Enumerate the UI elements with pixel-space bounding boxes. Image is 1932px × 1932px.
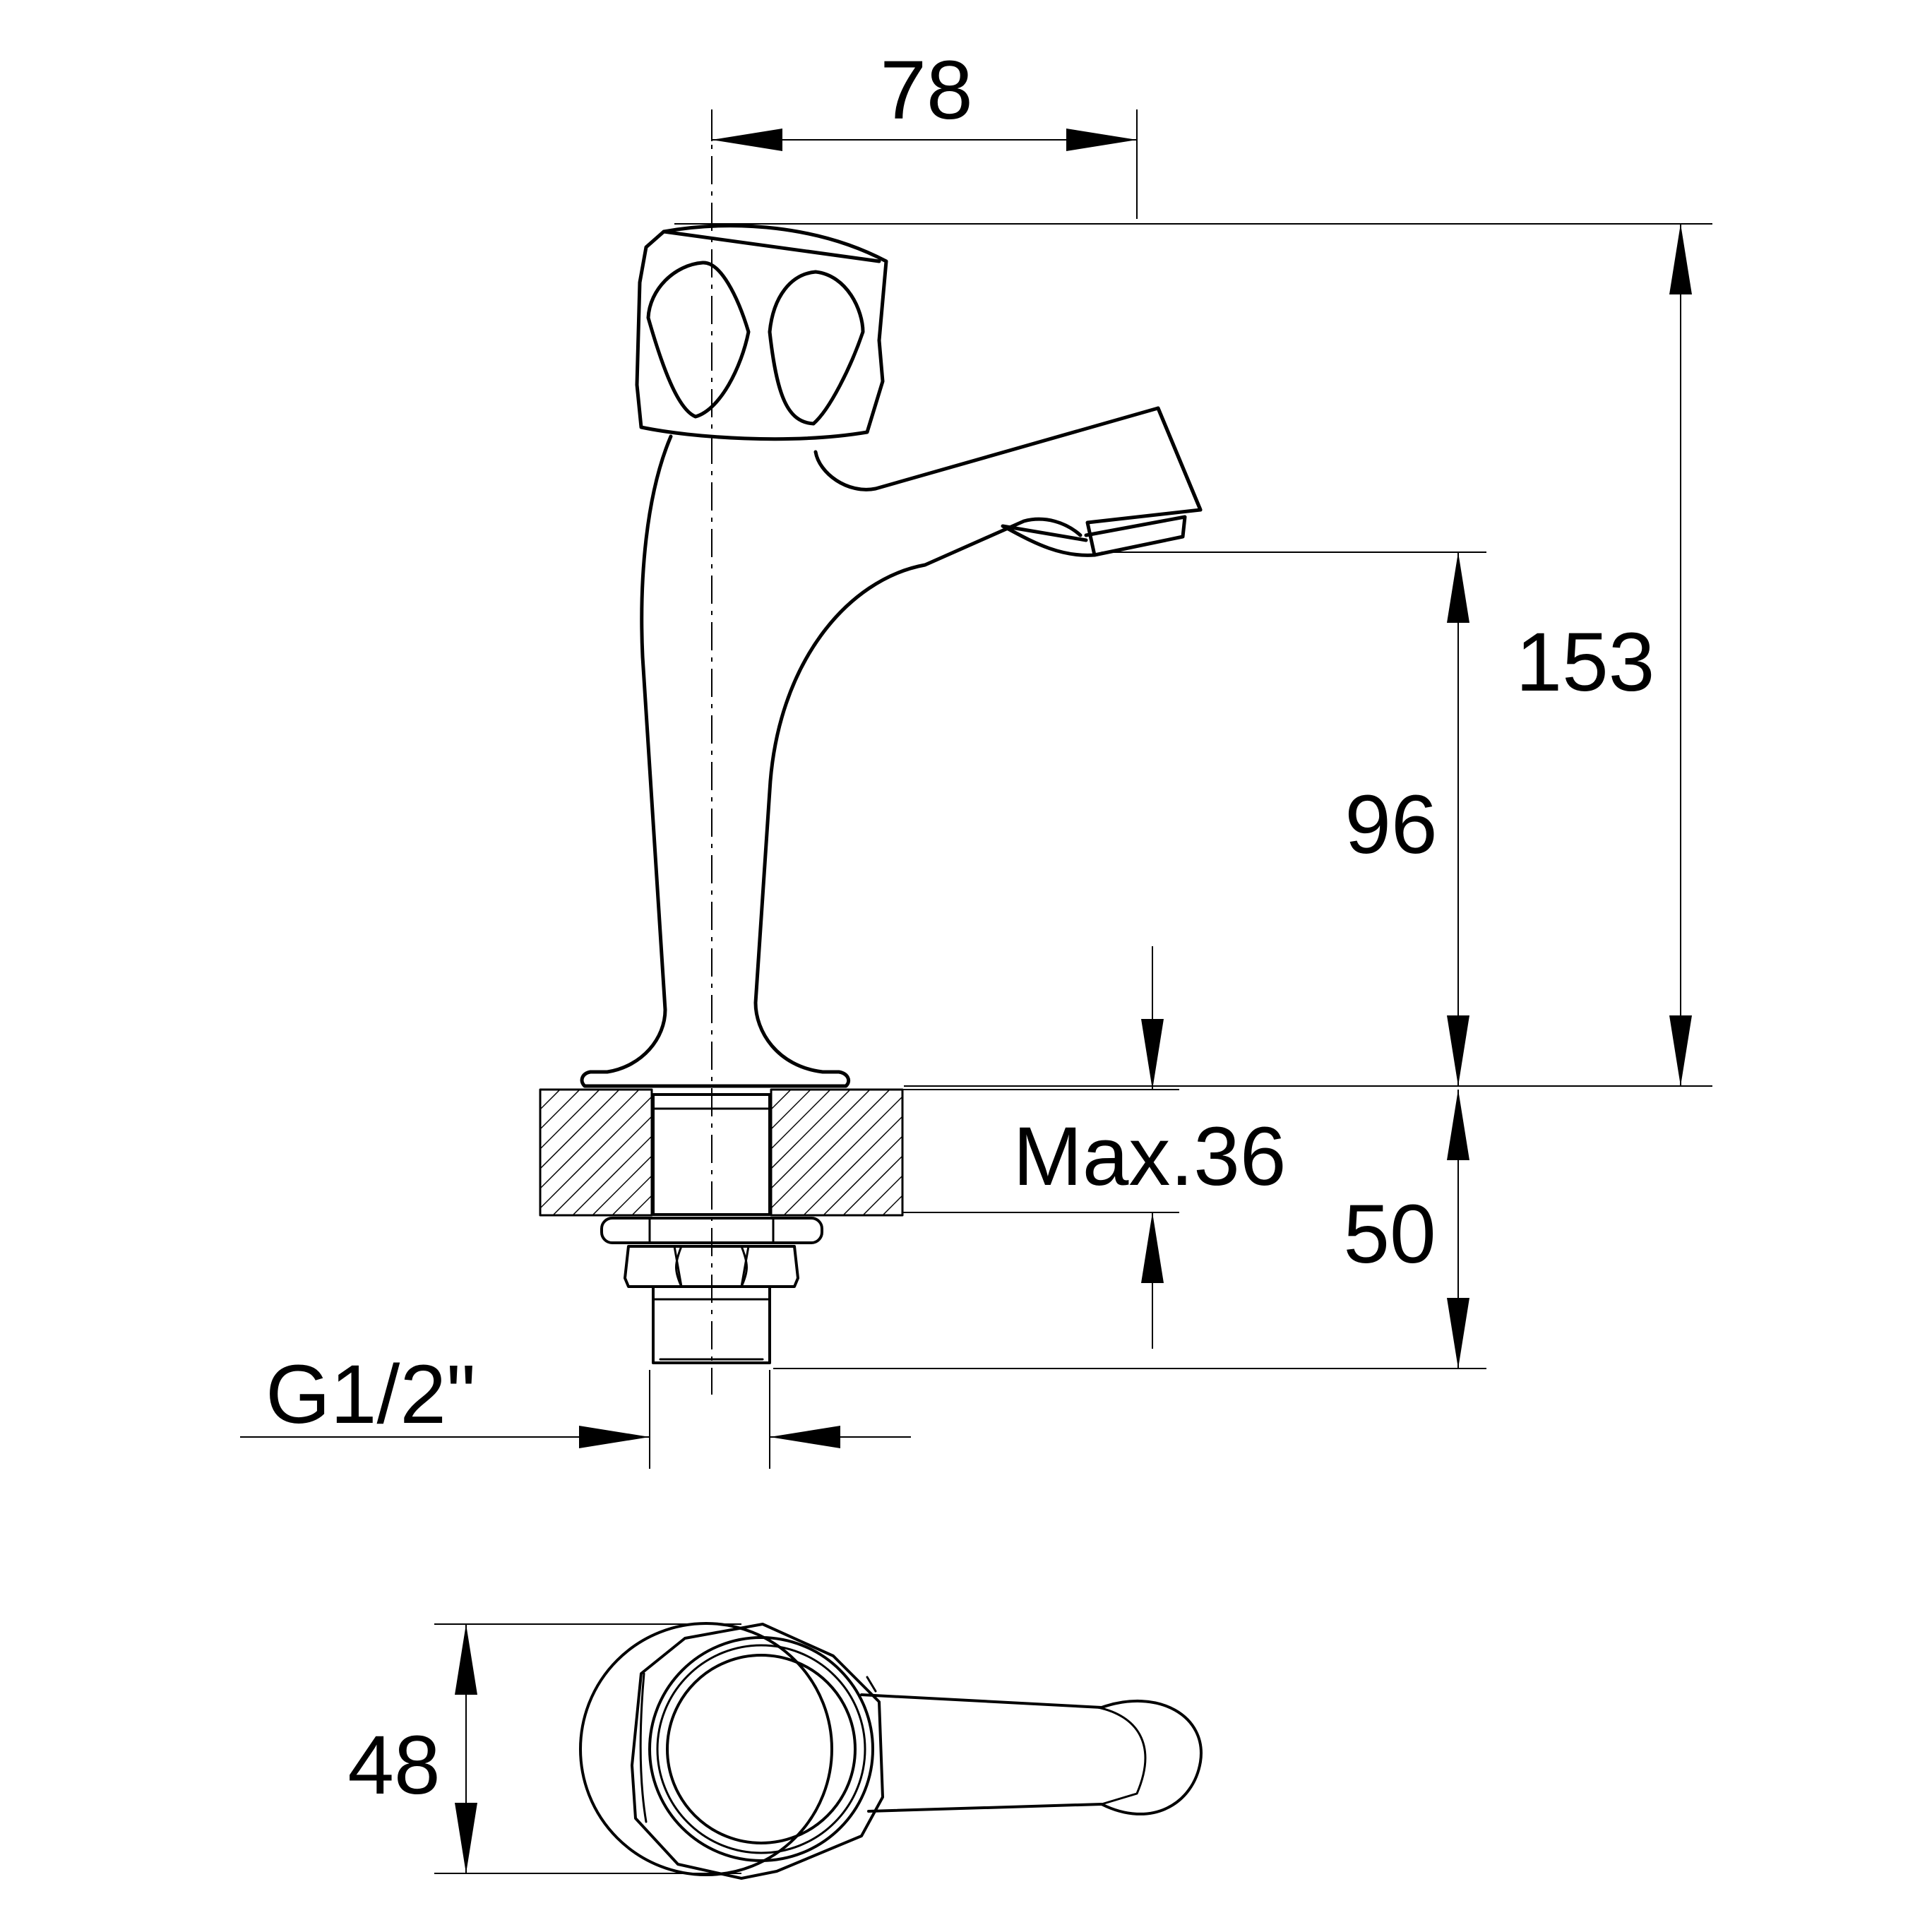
hatch-line	[862, 1174, 902, 1215]
inner-ring-outer	[648, 1636, 874, 1862]
dim-label-78: 78	[880, 44, 972, 137]
dim-label-50: 50	[1343, 1188, 1436, 1281]
hex-nut	[624, 1245, 799, 1288]
inner-ring-inner	[666, 1654, 857, 1844]
inner-ring-mid	[656, 1644, 866, 1854]
dim-height-96: 96	[1102, 551, 1486, 1086]
hatch-line	[771, 1090, 831, 1150]
dim-shank-50: 50	[773, 1090, 1486, 1369]
dim-label-96: 96	[1344, 778, 1437, 871]
deck-right	[770, 1088, 904, 1217]
hatch-line	[612, 1174, 652, 1215]
hatch-line	[823, 1135, 902, 1215]
hatch-line	[572, 1135, 652, 1215]
hatch-line	[771, 1090, 811, 1131]
dim-label-g12: G1/2"	[266, 1348, 476, 1441]
handle-grip-right	[768, 270, 865, 426]
dim-width-78: 78	[711, 44, 1138, 219]
hatch-line	[540, 1090, 580, 1131]
spout-outline	[813, 406, 1203, 557]
dim-label-max-36: Max.36	[1013, 1110, 1287, 1203]
handle-outline	[635, 224, 888, 441]
dim-width-48: 48	[347, 1623, 741, 1874]
hatch-line	[540, 1095, 652, 1210]
body-column	[580, 434, 1083, 1088]
hatch-line	[771, 1090, 890, 1210]
top-view: 48	[347, 1622, 1203, 1880]
hatch-line	[592, 1155, 652, 1215]
hatch-line	[803, 1115, 902, 1215]
hatch-line	[540, 1090, 600, 1150]
hatch-line	[771, 1090, 871, 1190]
handle-grip-left	[646, 261, 751, 419]
hatch-line	[540, 1090, 620, 1170]
lever-top	[860, 1693, 1203, 1815]
dim-label-153: 153	[1516, 616, 1655, 709]
hatch-line	[842, 1155, 902, 1215]
hatch-line	[771, 1090, 851, 1170]
hatch-line	[540, 1090, 541, 1091]
hatch-line	[540, 1090, 640, 1190]
hatch-line	[902, 1090, 1028, 1215]
mounting-nut	[600, 1217, 823, 1364]
dim-thread-g12: G1/2"	[240, 1348, 911, 1469]
hatch-line	[783, 1095, 902, 1215]
dim-deck-max-36: Max.36	[902, 946, 1286, 1349]
threaded-end	[652, 1285, 771, 1364]
hatch-line	[770, 1090, 896, 1215]
dim-height-153: 153	[674, 223, 1712, 1087]
deck-section	[539, 1088, 1028, 1217]
hex-handle	[631, 1623, 884, 1880]
side-view: 78 153 96 Max.36	[240, 44, 1712, 1469]
washer	[600, 1217, 823, 1244]
hatch-line	[552, 1115, 652, 1215]
dim-label-48: 48	[347, 1719, 440, 1812]
shank-in-deck	[652, 1093, 771, 1216]
